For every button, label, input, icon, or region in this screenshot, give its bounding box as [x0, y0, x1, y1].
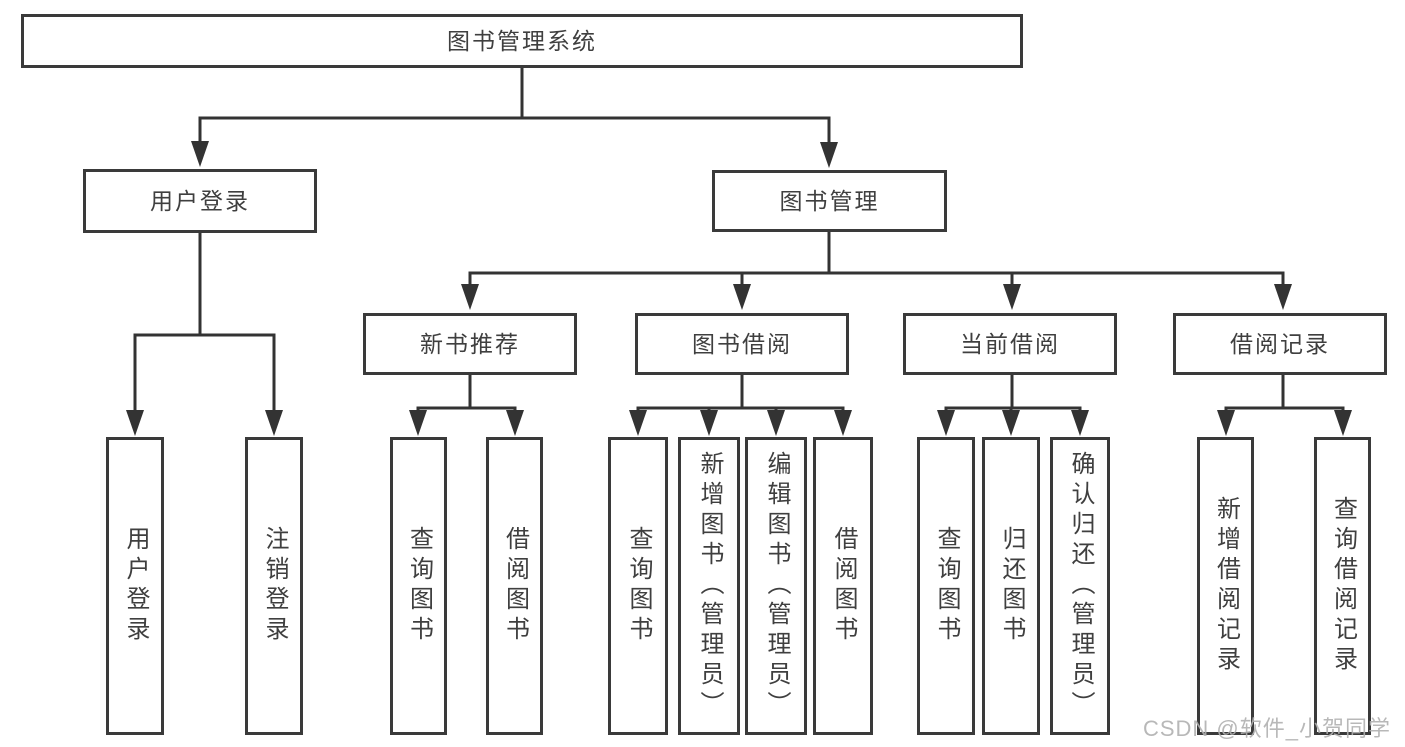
node-user-login-label: 用户登录 [150, 187, 250, 214]
arrowhead [265, 410, 283, 436]
leaf-logout-label: 注销登录 [261, 526, 288, 646]
leaf-add-borrow-record: 新增借阅记录 [1197, 437, 1254, 735]
arrowhead [461, 284, 479, 310]
arrowhead [1071, 410, 1089, 436]
leaf-add-books-admin-label: 新增图书（管理员） [696, 451, 723, 721]
leaf-edit-books-admin-label: 编辑图书（管理员） [763, 451, 790, 721]
leaf-edit-books-admin: 编辑图书（管理员） [745, 437, 807, 735]
arrowhead [820, 142, 838, 168]
node-book-management: 图书管理 [712, 170, 947, 232]
arrowhead [1002, 410, 1020, 436]
leaf-query-borrow-record-label: 查询借阅记录 [1329, 496, 1357, 676]
node-current-borrowing-label: 当前借阅 [960, 330, 1060, 357]
node-root-system: 图书管理系统 [21, 14, 1023, 68]
arrowhead [834, 410, 852, 436]
leaf-user-login-label: 用户登录 [122, 526, 149, 646]
leaf-logout: 注销登录 [245, 437, 303, 735]
watermark: CSDN @软件_小贺同学 [1142, 716, 1391, 741]
node-book-borrowing-label: 图书借阅 [692, 330, 792, 357]
leaf-confirm-return-admin-label: 确认归还（管理员） [1067, 451, 1094, 721]
leaf-user-login: 用户登录 [106, 437, 164, 735]
arrowhead [733, 284, 751, 310]
node-book-management-label: 图书管理 [779, 187, 880, 214]
arrowhead [506, 410, 524, 436]
node-borrowing-records: 借阅记录 [1173, 313, 1387, 375]
leaf-query-books-borrowing: 查询图书 [608, 437, 668, 735]
arrowhead [1334, 410, 1352, 436]
leaf-add-borrow-record-label: 新增借阅记录 [1212, 496, 1240, 676]
arrowhead [629, 410, 647, 436]
arrowhead [937, 410, 955, 436]
node-new-book-recommend-label: 新书推荐 [420, 330, 520, 357]
arrowhead [1003, 284, 1021, 310]
node-root-system-label: 图书管理系统 [447, 27, 597, 54]
arrowhead [700, 410, 718, 436]
arrowhead [126, 410, 144, 436]
leaf-add-books-admin: 新增图书（管理员） [678, 437, 740, 735]
leaf-query-books-recommend-label: 查询图书 [405, 526, 433, 646]
arrowhead [409, 410, 427, 436]
arrowhead [1217, 410, 1235, 436]
leaf-return-books-label: 归还图书 [998, 526, 1025, 646]
leaf-borrow-books: 借阅图书 [813, 437, 873, 735]
leaf-borrow-books-recommend: 借阅图书 [486, 437, 543, 735]
leaf-query-books-borrowing-label: 查询图书 [625, 526, 652, 646]
node-new-book-recommend: 新书推荐 [363, 313, 577, 375]
node-user-login: 用户登录 [83, 169, 317, 233]
arrowhead [767, 410, 785, 436]
node-book-borrowing: 图书借阅 [635, 313, 849, 375]
leaf-borrow-books-recommend-label: 借阅图书 [501, 526, 529, 646]
leaf-return-books: 归还图书 [982, 437, 1040, 735]
node-borrowing-records-label: 借阅记录 [1230, 330, 1330, 357]
leaf-query-borrow-record: 查询借阅记录 [1314, 437, 1371, 735]
leaf-confirm-return-admin: 确认归还（管理员） [1050, 437, 1110, 735]
leaf-query-books-recommend: 查询图书 [390, 437, 447, 735]
leaf-query-books-current: 查询图书 [917, 437, 975, 735]
leaf-borrow-books-label: 借阅图书 [830, 526, 857, 646]
leaf-query-books-current-label: 查询图书 [933, 526, 960, 646]
node-current-borrowing: 当前借阅 [903, 313, 1117, 375]
arrowhead [1274, 284, 1292, 310]
arrowhead [191, 141, 209, 167]
